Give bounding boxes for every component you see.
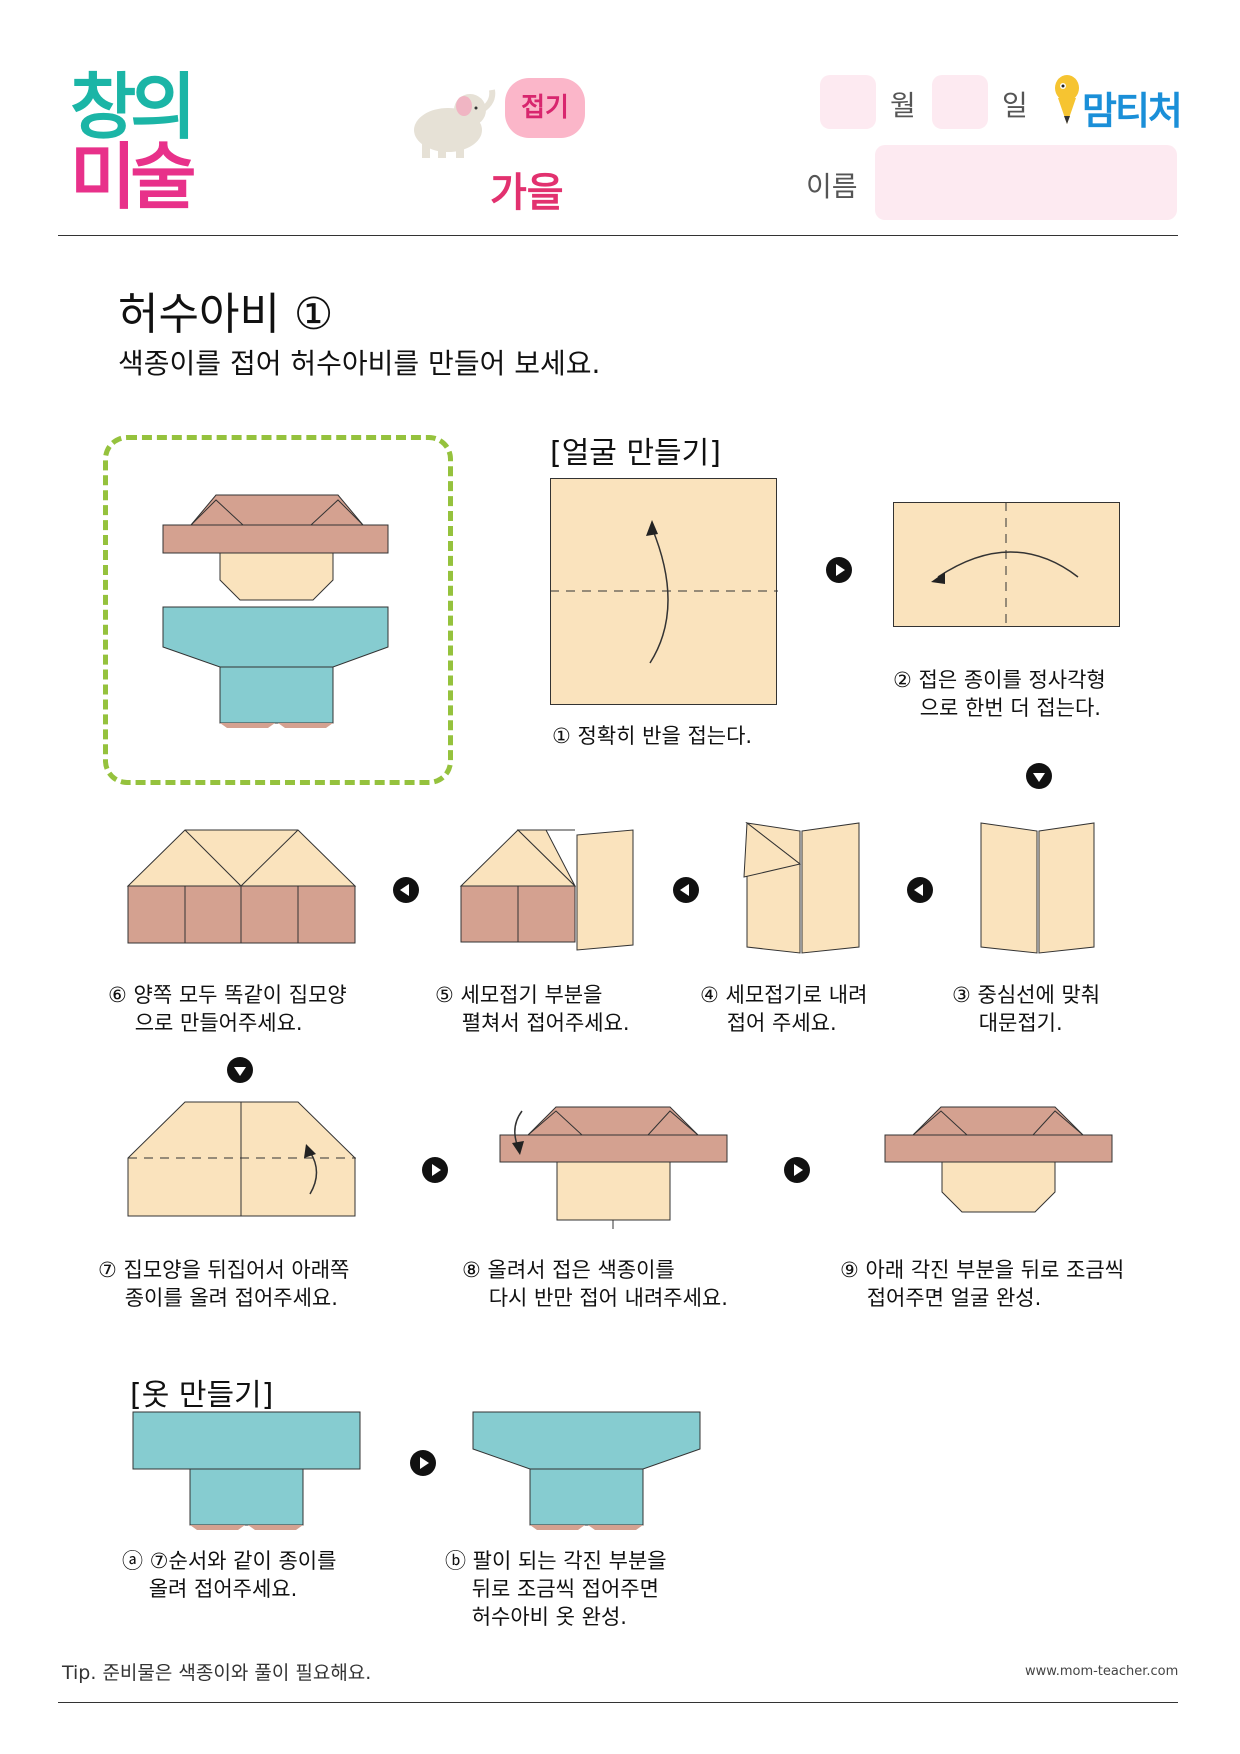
- step7-diagram: [127, 1101, 356, 1217]
- step9-caption: ⑨ 아래 각진 부분을 뒤로 조금씩 접어주면 얼굴 완성.: [840, 1258, 1125, 1310]
- step3-caption: ③ 중심선에 맞춰 대문접기.: [952, 983, 1101, 1035]
- header-divider: [58, 235, 1178, 236]
- footer-divider: [58, 1702, 1178, 1703]
- brand-text: 맘티처: [1082, 89, 1183, 133]
- logo: 창의 미술: [70, 65, 210, 222]
- name-field[interactable]: [875, 145, 1177, 220]
- step2-caption: ② 접은 종이를 정사각형 으로 한번 더 접는다.: [893, 668, 1106, 720]
- finished-scarecrow: [162, 494, 389, 728]
- step-b-caption: ⓑ 팔이 되는 각진 부분을 뒤로 조금씩 접어주면 허수아비 옷 완성.: [445, 1549, 667, 1629]
- day-field[interactable]: [932, 75, 988, 129]
- finished-preview-frame: [103, 435, 453, 785]
- prev-arrow-icon: [673, 877, 699, 903]
- prev-arrow-icon: [393, 877, 419, 903]
- website-url: www.mom-teacher.com: [1025, 1664, 1179, 1679]
- step7-caption: ⑦ 집모양을 뒤집어서 아래쪽 종이를 올려 접어주세요.: [98, 1258, 350, 1310]
- page-subtitle: 색종이를 접어 허수아비를 만들어 보세요.: [118, 347, 601, 380]
- step4-diagram: [743, 821, 860, 954]
- category-badge: 접기: [505, 78, 585, 138]
- clothes-section-title: [옷 만들기]: [130, 1378, 274, 1413]
- step3-diagram: [980, 822, 1095, 954]
- step1-diagram: [550, 478, 778, 705]
- step8-caption: ⑧ 올려서 접은 색종이를 다시 반만 접어 내려주세요.: [462, 1258, 728, 1310]
- day-label: 일: [1002, 89, 1028, 122]
- step-a-caption: ⓐ ⑦순서와 같이 종이를 올려 접어주세요.: [122, 1549, 337, 1601]
- down-arrow-icon: [227, 1057, 253, 1083]
- month-field[interactable]: [820, 75, 876, 129]
- season-label: 가을: [490, 170, 564, 216]
- down-arrow-icon: [1026, 763, 1052, 789]
- step4-caption: ④ 세모접기로 내려 접어 주세요.: [700, 983, 868, 1035]
- next-arrow-icon: [826, 557, 852, 583]
- step2-diagram: [893, 502, 1120, 628]
- step-b-diagram: [472, 1411, 701, 1530]
- step-a-diagram: [132, 1411, 361, 1530]
- face-section-title: [얼굴 만들기]: [550, 436, 721, 471]
- name-label: 이름: [806, 170, 858, 203]
- step6-diagram: [126, 829, 357, 944]
- elephant-icon: [414, 89, 496, 158]
- step5-diagram: [459, 829, 634, 951]
- logo-line-1: 창의: [70, 65, 196, 149]
- step6-caption: ⑥ 양쪽 모두 똑같이 집모양 으로 만들어주세요.: [108, 983, 347, 1035]
- step1-caption: ① 정확히 반을 접는다.: [552, 724, 753, 748]
- month-label: 월: [890, 89, 916, 122]
- next-arrow-icon: [422, 1157, 448, 1183]
- next-arrow-icon: [784, 1157, 810, 1183]
- logo-line-2: 미술: [70, 135, 196, 219]
- step5-caption: ⑤ 세모접기 부분을 펼쳐서 접어주세요.: [435, 983, 630, 1035]
- prev-arrow-icon: [907, 877, 933, 903]
- brand-logo: 맘티처: [1082, 80, 1183, 135]
- step9-diagram: [884, 1106, 1113, 1213]
- pencil-mascot-icon: [1055, 75, 1079, 124]
- page-title: 허수아비 ①: [118, 289, 334, 340]
- tip-text: Tip. 준비물은 색종이와 풀이 필요해요.: [62, 1662, 372, 1684]
- next-arrow-icon: [410, 1450, 436, 1476]
- step8-diagram: [499, 1106, 728, 1229]
